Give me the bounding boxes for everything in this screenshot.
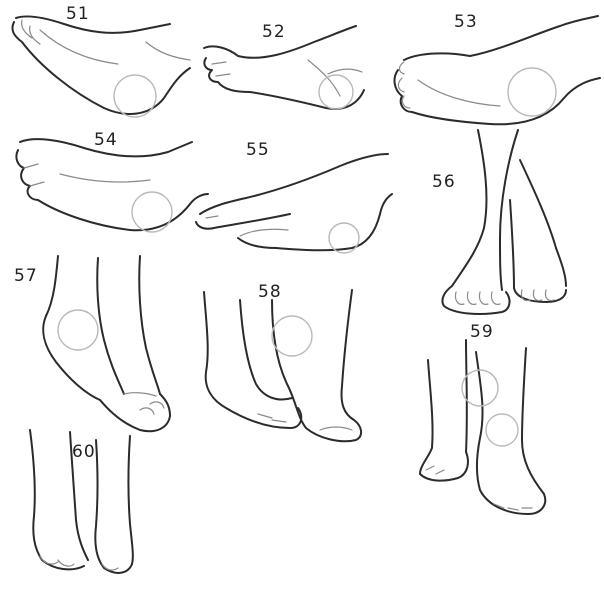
sketch-number-51: 51	[66, 4, 90, 24]
sketch-number-56: 56	[432, 172, 456, 192]
sketch-number-54: 54	[94, 130, 118, 150]
foot-sketch-57	[42, 255, 171, 433]
sketch-number-58: 58	[258, 282, 282, 302]
foot-sketch-55	[195, 153, 393, 254]
sketch-number-53: 53	[454, 12, 478, 32]
foot-sketch-60	[29, 429, 134, 574]
sketch-number-59: 59	[470, 322, 494, 342]
sketch-number-55: 55	[246, 140, 270, 160]
sketch-number-57: 57	[14, 266, 38, 286]
foot-sketch-53	[393, 15, 601, 126]
foot-sketch-56	[441, 129, 567, 315]
sketch-number-52: 52	[262, 22, 286, 42]
foot-sketch-51	[11, 15, 191, 118]
foot-sketch-52	[203, 25, 365, 110]
foot-sketch-54	[15, 138, 209, 233]
foot-sketch-58	[203, 289, 362, 443]
foot-sketch-59	[419, 339, 547, 515]
sketch-number-60: 60	[72, 442, 96, 462]
